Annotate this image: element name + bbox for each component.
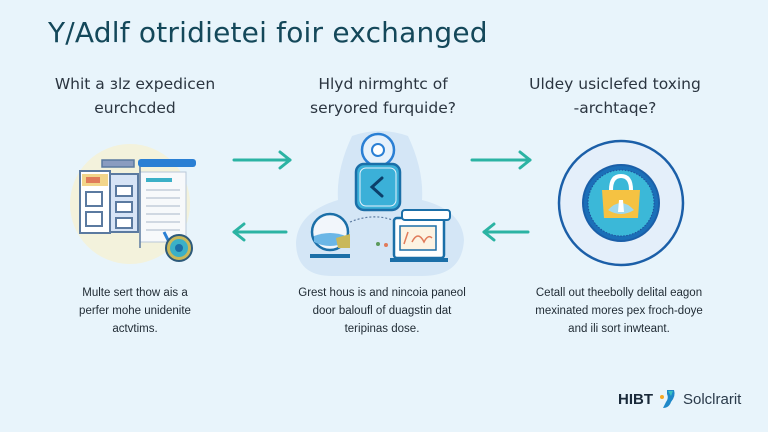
description-3-line: and ili sort inwteant. (568, 323, 670, 335)
arrow-left-icon (232, 222, 288, 242)
question-1: Whit a ɜlz expedicen eurchcded (20, 72, 250, 120)
page-title: Y/Adlf otridietei foir exchanged (48, 16, 488, 49)
description-1-line: Multe sert thow ais a (82, 287, 188, 299)
question-1-line-1: Whit a ɜlz expedicen (54, 75, 216, 93)
brand-name-right: Solclrarit (683, 390, 742, 408)
device-exchange-icon (296, 131, 464, 276)
brand-logo-icon (660, 390, 675, 408)
security-lock-icon (557, 139, 685, 267)
description-1-line: perfer mohe unidenite (79, 305, 191, 317)
description-2-line: door baloufl of duagstin dat (312, 305, 452, 317)
description-2-line: Grest hous is and nincoia paneol (298, 287, 466, 299)
description-2-line: teripinas dose. (344, 323, 420, 335)
description-1: Multe sert thow ais a perfer mohe uniden… (15, 284, 255, 338)
footer-logo: HIBT Solclrarit (618, 388, 741, 410)
question-3-line-2: -archtaqe? (573, 99, 657, 117)
description-3-line: mexinated mores pex froch-doye (535, 305, 703, 317)
document-dashboard-icon (70, 144, 196, 264)
description-3-line: Cetall out theebolly delital eagon (535, 287, 703, 299)
arrow-right-icon (470, 150, 532, 170)
question-3: Uldey usiclefed toxing -archtaqe? (500, 72, 730, 120)
description-3: Cetall out theebolly delital eagon mexin… (504, 284, 734, 338)
question-2-line-1: Hlyd nirmghtc of (318, 75, 448, 93)
brand-name-left: HIBT (618, 390, 653, 408)
description-1-line: actvtims. (112, 323, 158, 335)
arrow-left-icon (482, 222, 530, 242)
question-2: Hlyd nirmghtc of seryored furquide? (268, 72, 498, 120)
question-1-line-2: eurchcded (94, 99, 176, 117)
question-2-line-2: seryored furquide? (310, 99, 456, 117)
question-3-line-1: Uldey usiclefed toxing (529, 75, 701, 93)
arrow-right-icon (232, 150, 292, 170)
description-2: Grest hous is and nincoia paneol door ba… (262, 284, 502, 338)
